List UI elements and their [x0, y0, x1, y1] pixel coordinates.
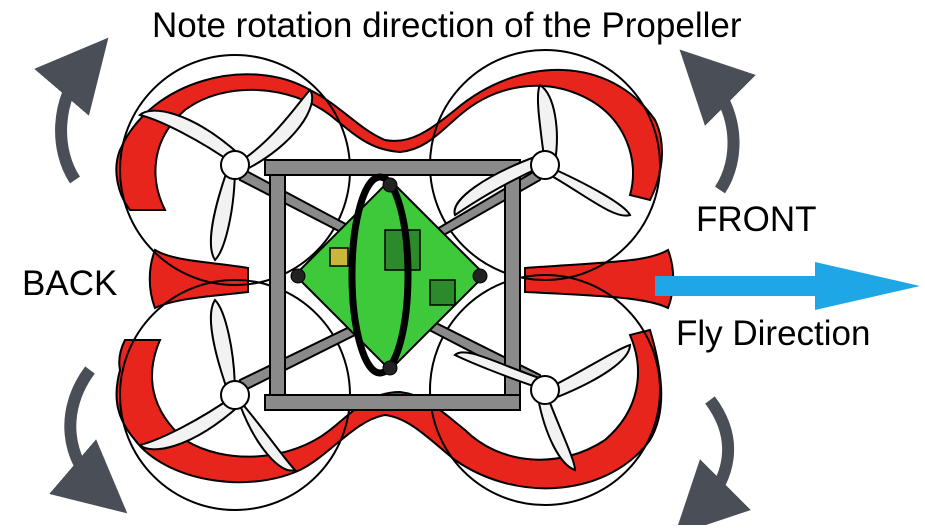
propeller-bottom-right — [453, 343, 632, 472]
duct-ring-bottom-right — [429, 274, 661, 506]
right-arrow-icon — [655, 262, 920, 310]
camera-mount-ring — [348, 173, 412, 377]
diagram-title: Note rotation direction of the Propeller — [152, 6, 742, 45]
back-label: BACK — [22, 264, 118, 303]
curved-arrow-icon — [49, 366, 128, 514]
fly-direction-label: Fly Direction — [676, 314, 871, 353]
curved-arrow-icon — [674, 396, 751, 530]
curved-arrow-icon — [679, 49, 756, 194]
guard-frame-top — [115, 69, 663, 211]
propeller-top-right — [453, 83, 632, 217]
screws — [290, 177, 488, 376]
curved-arrow-icon — [34, 37, 109, 184]
propeller-bottom-left — [138, 298, 297, 472]
propeller-top-left — [138, 88, 314, 262]
front-label: FRONT — [696, 200, 817, 239]
